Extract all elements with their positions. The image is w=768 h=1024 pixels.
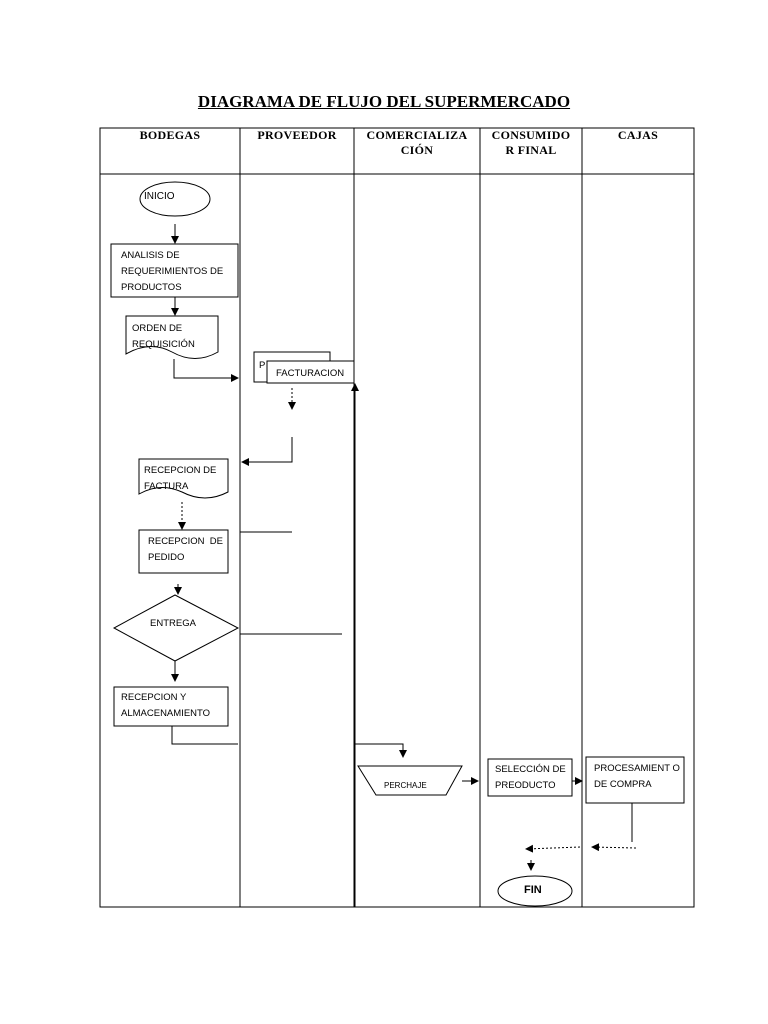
diagram-title: DIAGRAMA DE FLUJO DEL SUPERMERCADO	[197, 92, 571, 111]
entrega-label: ENTREGA	[150, 618, 196, 629]
perchaje-shape	[357, 765, 463, 796]
recepcion-factura-label: RECEPCION DE FACTURA	[144, 465, 217, 491]
analisis-box	[110, 243, 239, 298]
connector-arrow	[173, 359, 239, 382]
pedido-back-label: P	[259, 360, 266, 371]
connector-line	[171, 726, 238, 745]
lane-header-bodegas: BODEGAS	[139, 128, 201, 142]
perchaje-label: PERCHAJE	[384, 781, 427, 790]
lane-table	[99, 127, 695, 908]
inicio-terminal	[139, 181, 211, 217]
orden-document	[125, 315, 219, 359]
connector-arrow	[355, 743, 407, 758]
analisis-label: ANALISIS DE REQUERIMIENTOS DE PRODUCTOS	[121, 250, 224, 293]
fin-terminal	[497, 875, 573, 907]
connector-arrow	[525, 844, 581, 853]
connector-arrow	[591, 843, 637, 852]
recepcion-pedido-label: RECEPCION DE PEDIDO	[148, 536, 226, 563]
recepcion-almacenamiento-box	[113, 686, 229, 727]
recepcion-factura-document	[138, 458, 229, 499]
connector-arrow	[241, 437, 293, 466]
procesamiento-box	[585, 756, 685, 804]
recepcion-almacenamiento-label: RECEPCION Y ALMACENAMIENTO	[121, 692, 211, 719]
seleccion-box	[487, 758, 573, 797]
procesamiento-label: PROCESAMIENT O DE COMPRA	[594, 763, 680, 790]
facturacion-label: FACTURACION	[276, 368, 345, 379]
recepcion-pedido-box	[138, 529, 229, 574]
lane-header-comercializacion: COMERCIALIZA CIÓN	[366, 128, 468, 157]
inicio-label: INICIO	[144, 191, 175, 202]
facturacion-box	[266, 360, 355, 384]
lane-header-consumidor: CONSUMIDO R FINAL	[491, 128, 571, 157]
orden-label: ORDEN DE REQUISICIÓN	[132, 323, 195, 349]
fin-label: FIN	[524, 884, 542, 896]
lane-header-cajas: CAJAS	[617, 128, 659, 142]
lane-header-proveedor: PROVEEDOR	[257, 128, 337, 142]
seleccion-label: SELECCIÓN DE PREODUCTO	[495, 764, 566, 791]
